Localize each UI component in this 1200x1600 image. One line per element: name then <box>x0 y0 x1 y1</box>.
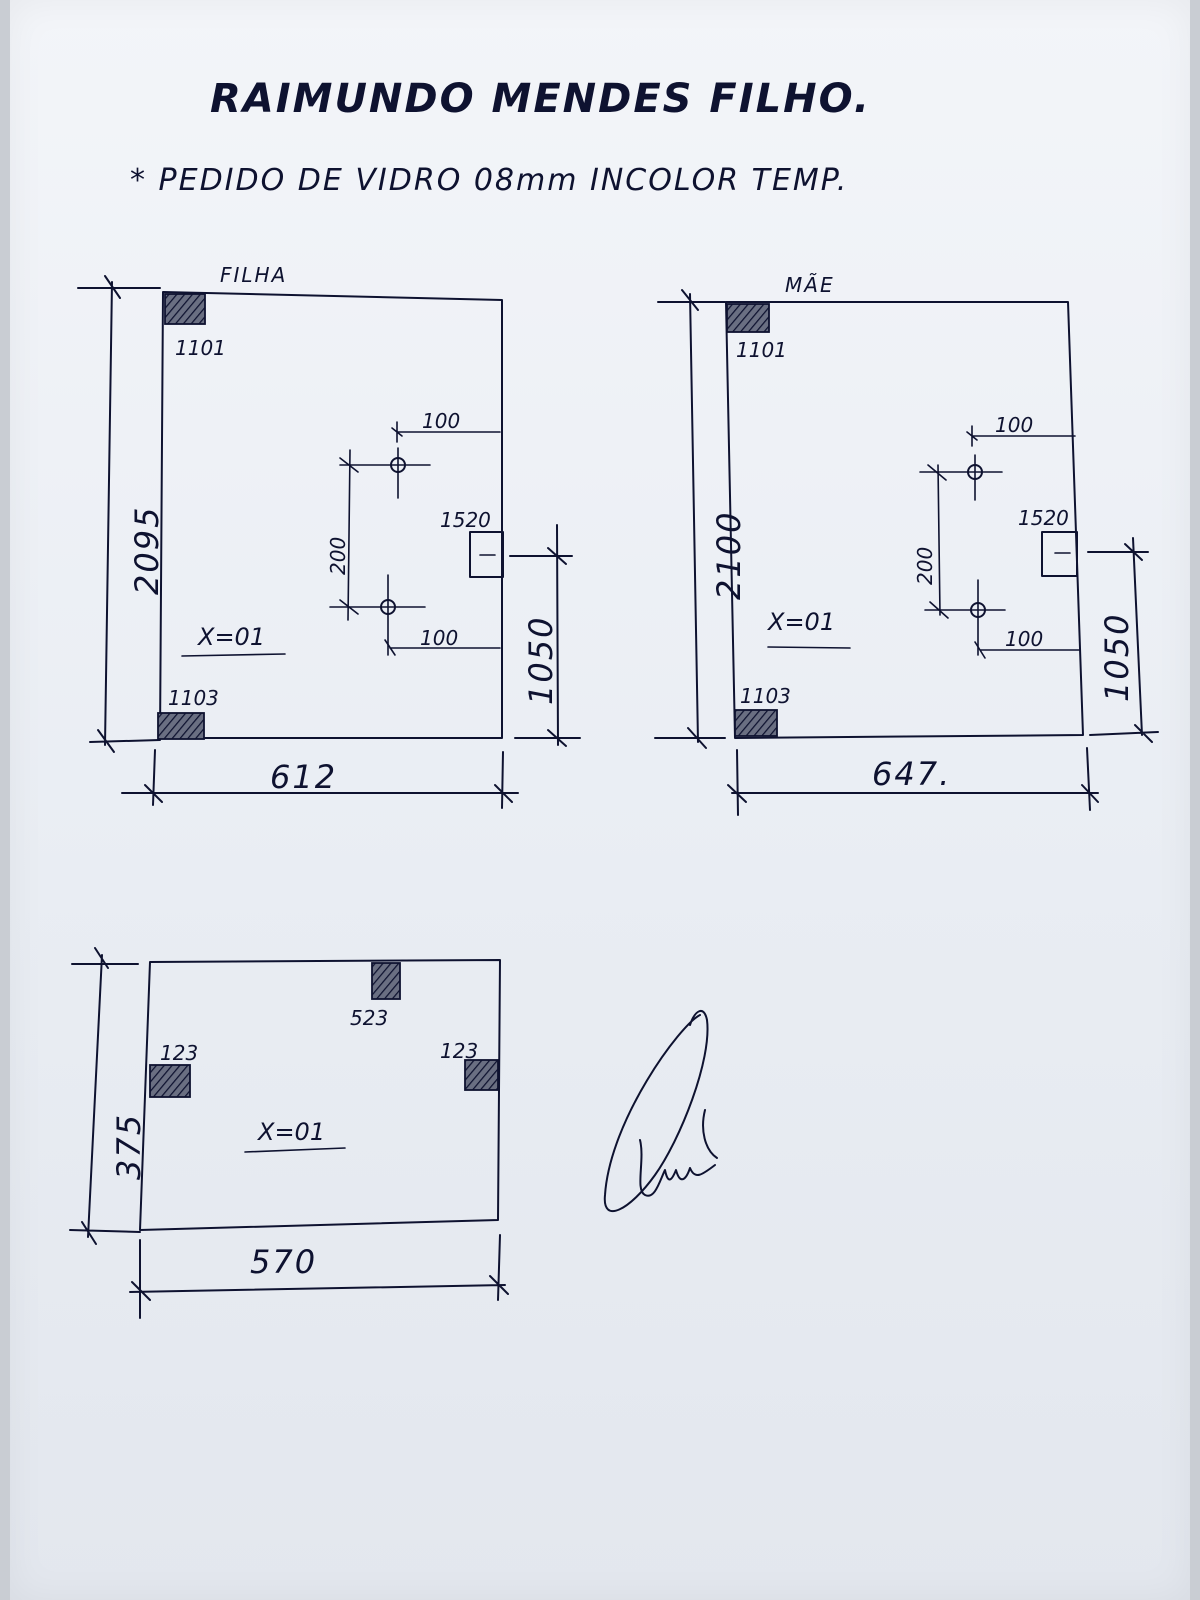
panel-bottom: 523 123 123 375 570 X=01 <box>69 947 509 1319</box>
hole-offset-bottom-mae: 100 <box>1005 627 1043 651</box>
hole-offset-top-mae: 100 <box>995 413 1033 437</box>
panel-mae: MÃE 1101 1103 2100 647. 100 200 100 1520… <box>654 273 1159 816</box>
quantity-underline-filha <box>181 653 286 657</box>
height-bottom-panel: 375 <box>110 1113 148 1180</box>
width-dimension-mae <box>727 747 1099 816</box>
width-dimension-bottom-panel <box>129 1234 509 1319</box>
paper-sheet <box>10 0 1190 1600</box>
handle-height-mae: 1050 <box>1098 613 1136 702</box>
height-dimension-filha <box>77 275 161 753</box>
hole-spacing-line-filha <box>339 449 359 621</box>
hole-spacing-mae: 200 <box>913 547 937 585</box>
hole-offset-bottom-filha: 100 <box>420 626 458 650</box>
handle-height-filha: 1050 <box>522 616 560 705</box>
handle-filha <box>469 531 504 578</box>
hinge-bottom-mae <box>734 709 778 737</box>
panel-filha-label: FILHA <box>220 263 287 287</box>
width-dimension-filha <box>121 749 519 809</box>
hole-top-crosshair-mae <box>919 454 1003 501</box>
panel-filha-outline <box>159 291 503 739</box>
hardware-top-bottom-panel-code: 523 <box>350 1006 388 1030</box>
height-mae: 2100 <box>710 511 748 600</box>
handle-code-mae: 1520 <box>1018 506 1069 530</box>
handle-mae <box>1041 531 1078 577</box>
hinge-top-mae-code: 1101 <box>736 338 787 362</box>
hardware-left-bottom-panel <box>149 1064 191 1098</box>
signature <box>603 1010 718 1213</box>
panel-filha: FILHA 1101 1103 2095 612 100 200 100 152… <box>77 263 581 809</box>
hole-bottom-crosshair-filha <box>329 574 426 656</box>
hinge-bottom-mae-code: 1103 <box>740 684 791 708</box>
hinge-bottom-filha-code: 1103 <box>168 686 219 710</box>
signature-stroke <box>639 1139 716 1197</box>
panel-mae-outline <box>725 301 1084 739</box>
width-filha: 612 <box>270 758 337 796</box>
hardware-left-bottom-panel-code: 123 <box>160 1041 198 1065</box>
quantity-bottom-panel: X=01 <box>256 1118 325 1146</box>
quantity-mae: X=01 <box>766 608 835 636</box>
hole-offset-bottom-line-mae <box>974 641 1081 659</box>
hardware-top-bottom-panel <box>371 962 401 1000</box>
width-bottom-panel: 570 <box>250 1243 317 1281</box>
order-description: * PEDIDO DE VIDRO 08mm INCOLOR TEMP. <box>130 163 848 198</box>
hinge-top-mae <box>726 303 770 333</box>
hole-offset-top-line-filha <box>391 421 501 443</box>
hole-offset-top-filha: 100 <box>422 409 460 433</box>
hole-bottom-crosshair-mae <box>924 579 1006 656</box>
hinge-top-filha <box>164 293 206 325</box>
width-mae: 647. <box>872 755 951 793</box>
hole-offset-bottom-line-filha <box>384 639 501 656</box>
handle-code-filha: 1520 <box>440 508 491 532</box>
hinge-bottom-filha <box>157 712 205 740</box>
handle-height-dimension-filha <box>509 524 581 747</box>
hole-spacing-filha: 200 <box>326 537 350 575</box>
panel-mae-label: MÃE <box>785 273 835 297</box>
quantity-filha: X=01 <box>196 623 265 651</box>
hinge-top-filha-code: 1101 <box>175 336 226 360</box>
hardware-right-bottom-panel <box>464 1059 499 1091</box>
signature-loop <box>603 1010 709 1213</box>
panel-bottom-outline <box>139 959 501 1231</box>
quantity-underline-bottom-panel <box>244 1147 346 1153</box>
client-name: RAIMUNDO MENDES FILHO. <box>210 76 871 122</box>
hole-top-crosshair-filha <box>339 447 431 499</box>
handle-height-dimension-mae <box>1087 537 1159 743</box>
height-dimension-bottom-panel <box>69 947 141 1245</box>
hole-spacing-line-mae <box>927 464 949 619</box>
signature-tail <box>702 1109 718 1159</box>
hole-offset-top-line-mae <box>966 425 1076 447</box>
height-dimension-mae <box>654 289 726 749</box>
hardware-right-bottom-panel-code: 123 <box>440 1039 478 1063</box>
height-filha: 2095 <box>128 506 166 595</box>
quantity-underline-mae <box>767 646 851 649</box>
